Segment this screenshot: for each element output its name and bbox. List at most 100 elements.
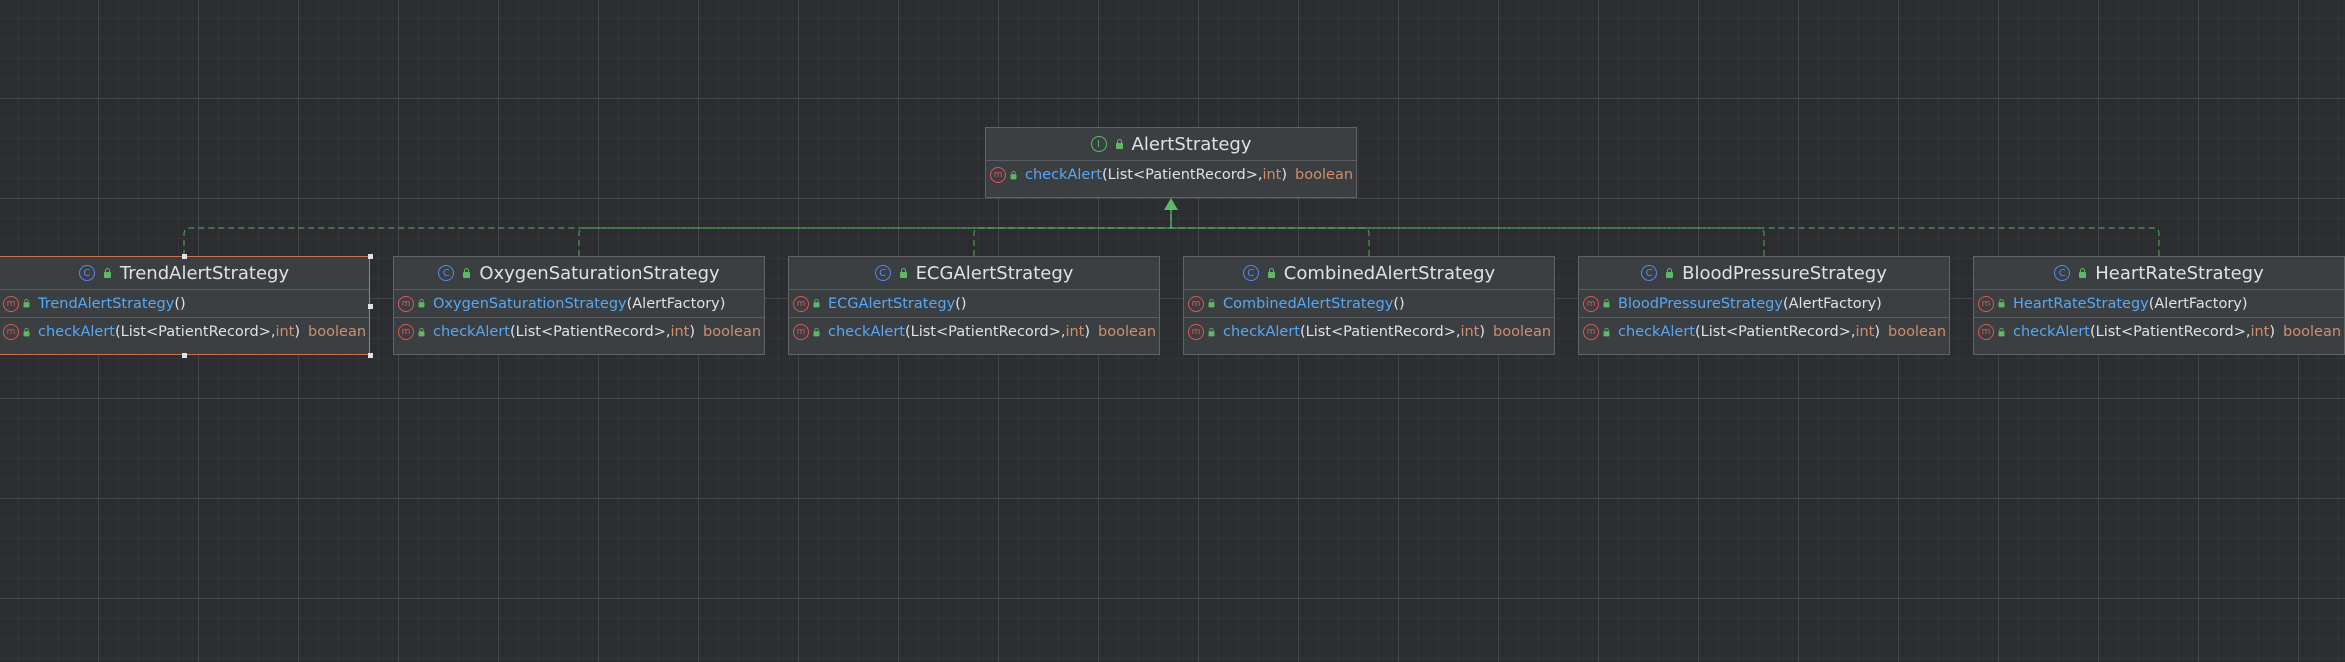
class-node-oxygensaturationstrategy[interactable]: C OxygenSaturationStrategy m OxygenSatur… xyxy=(393,256,765,355)
params-close: ) xyxy=(689,324,696,340)
method-name: checkAlert xyxy=(1025,167,1102,183)
constructor-params: (AlertFactory) xyxy=(1782,295,1882,312)
node-header: C CombinedAlertStrategy xyxy=(1184,257,1554,290)
constructor-name: CombinedAlertStrategy xyxy=(1223,295,1394,312)
class-icon: C xyxy=(1641,265,1658,281)
constructor-row[interactable]: m TrendAlertStrategy() xyxy=(0,290,369,318)
method-icon: m xyxy=(793,295,809,312)
implements-edge-bloodpressurestrategy[interactable] xyxy=(1170,210,1765,256)
selection-handle[interactable] xyxy=(368,353,373,358)
method-row[interactable]: m checkAlert(List<PatientRecord>, int) b… xyxy=(0,318,369,346)
method-row[interactable]: m checkAlert(List<PatientRecord>, int) b… xyxy=(394,318,764,346)
constructor-params: () xyxy=(955,295,967,312)
method-icon: m xyxy=(793,324,809,340)
method-name: checkAlert xyxy=(2013,324,2090,340)
method-name: checkAlert xyxy=(1223,324,1300,340)
node-header: C OxygenSaturationStrategy xyxy=(394,257,764,290)
public-lock-icon xyxy=(23,327,31,336)
method-row[interactable]: m checkAlert(List<PatientRecord>, int) b… xyxy=(1974,318,2344,346)
public-lock-icon xyxy=(23,298,31,308)
node-title: BloodPressureStrategy xyxy=(1682,262,1887,284)
method-icon: m xyxy=(1188,295,1204,312)
params-close: ) xyxy=(1479,324,1486,340)
param-type-int: int xyxy=(1460,324,1480,340)
return-type: boolean xyxy=(703,324,762,340)
param-type-int: int xyxy=(1262,167,1282,183)
return-type: boolean xyxy=(1888,324,1947,340)
method-icon: m xyxy=(1583,295,1599,312)
constructor-params: () xyxy=(174,295,186,312)
constructor-row[interactable]: m HeartRateStrategy(AlertFactory) xyxy=(1974,290,2344,318)
return-type: boolean xyxy=(1493,324,1552,340)
public-lock-icon xyxy=(813,298,821,308)
public-lock-icon xyxy=(1665,267,1674,279)
node-header: C BloodPressureStrategy xyxy=(1579,257,1949,290)
implements-edge-ecgalertstrategy[interactable] xyxy=(973,210,1172,256)
method-name: checkAlert xyxy=(38,324,115,340)
method-name: checkAlert xyxy=(1618,324,1695,340)
node-title: AlertStrategy xyxy=(1131,133,1252,155)
public-lock-icon xyxy=(1267,267,1276,279)
constructor-row[interactable]: m OxygenSaturationStrategy(AlertFactory) xyxy=(394,290,764,318)
selection-handle[interactable] xyxy=(368,303,373,309)
constructor-params: (AlertFactory) xyxy=(626,295,726,312)
public-lock-icon xyxy=(103,267,112,279)
public-lock-icon xyxy=(418,327,426,336)
param-type-int: int xyxy=(1855,324,1875,340)
public-lock-icon xyxy=(1603,327,1611,336)
constructor-name: HeartRateStrategy xyxy=(2013,295,2149,312)
param-type-int: int xyxy=(275,324,295,340)
return-type: boolean xyxy=(308,324,367,340)
method-params: (List<PatientRecord>, xyxy=(114,324,276,340)
node-title: TrendAlertStrategy xyxy=(119,262,290,284)
node-header: C HeartRateStrategy xyxy=(1974,257,2344,290)
class-icon: C xyxy=(1242,265,1259,281)
params-close: ) xyxy=(2269,324,2276,340)
constructor-row[interactable]: m BloodPressureStrategy(AlertFactory) xyxy=(1579,290,1949,318)
method-row[interactable]: m checkAlert(List<PatientRecord>, int) b… xyxy=(789,318,1159,346)
method-row[interactable]: m checkAlert(List<PatientRecord>, int) b… xyxy=(1184,318,1554,346)
class-node-heartratestrategy[interactable]: C HeartRateStrategy m HeartRateStrategy(… xyxy=(1973,256,2345,355)
public-lock-icon xyxy=(813,327,821,336)
node-header: C ECGAlertStrategy xyxy=(789,257,1159,290)
implements-edge-heartratestrategy[interactable] xyxy=(1170,210,2160,256)
public-lock-icon xyxy=(418,298,426,308)
method-icon: m xyxy=(990,167,1006,183)
params-close: ) xyxy=(294,324,301,340)
implements-edge-combinedalertstrategy[interactable] xyxy=(1170,210,1370,256)
public-lock-icon xyxy=(1208,327,1216,336)
method-params: (List<PatientRecord>, xyxy=(1101,167,1263,183)
method-row[interactable]: m checkAlert(List<PatientRecord>, int) b… xyxy=(986,161,1356,189)
public-lock-icon xyxy=(462,267,471,279)
params-close: ) xyxy=(1281,167,1288,183)
selection-handle[interactable] xyxy=(368,254,373,259)
constructor-row[interactable]: m CombinedAlertStrategy() xyxy=(1184,290,1554,318)
node-title: OxygenSaturationStrategy xyxy=(479,262,720,284)
implements-edge-oxygensaturationstrategy[interactable] xyxy=(578,210,1172,256)
method-icon: m xyxy=(398,295,414,312)
method-params: (List<PatientRecord>, xyxy=(509,324,671,340)
method-icon: m xyxy=(3,324,19,340)
public-lock-icon xyxy=(1115,138,1124,150)
method-row[interactable]: m checkAlert(List<PatientRecord>, int) b… xyxy=(1579,318,1949,346)
method-name: checkAlert xyxy=(828,324,905,340)
method-icon: m xyxy=(1188,324,1204,340)
selection-handle[interactable] xyxy=(182,254,187,259)
public-lock-icon xyxy=(1010,170,1018,179)
return-type: boolean xyxy=(1295,167,1354,183)
interface-icon: I xyxy=(1090,136,1107,152)
class-node-combinedalertstrategy[interactable]: C CombinedAlertStrategy m CombinedAlertS… xyxy=(1183,256,1555,355)
class-node-trendalertstrategy[interactable]: C TrendAlertStrategy m TrendAlertStrateg… xyxy=(0,256,370,355)
constructor-name: OxygenSaturationStrategy xyxy=(433,295,627,312)
constructor-row[interactable]: m ECGAlertStrategy() xyxy=(789,290,1159,318)
node-title: CombinedAlertStrategy xyxy=(1283,262,1496,284)
param-type-int: int xyxy=(2250,324,2270,340)
class-icon: C xyxy=(2054,265,2071,281)
interface-node-alertstrategy[interactable]: I AlertStrategy m checkAlert(List<Patien… xyxy=(985,127,1357,198)
method-icon: m xyxy=(3,295,19,312)
implements-edge-trendalertstrategy[interactable] xyxy=(183,210,1172,256)
class-node-ecgalertstrategy[interactable]: C ECGAlertStrategy m ECGAlertStrategy() … xyxy=(788,256,1160,355)
selection-handle[interactable] xyxy=(182,353,187,358)
class-icon: C xyxy=(874,265,891,281)
class-node-bloodpressurestrategy[interactable]: C BloodPressureStrategy m BloodPressureS… xyxy=(1578,256,1950,355)
